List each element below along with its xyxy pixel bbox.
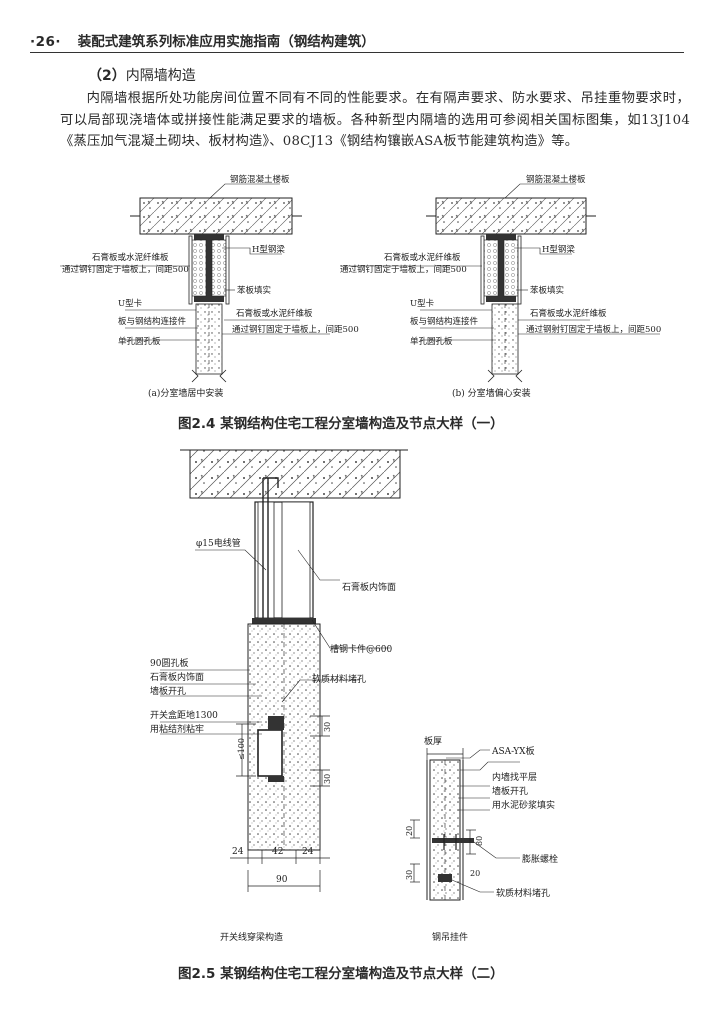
a-board-label-2: 通过钢钉固定于墙板上，间距500 bbox=[62, 264, 189, 275]
detail-b: 钢筋混凝土楼板 H型钢梁 石膏板或水泥纤维板 通过钢钉固定于墙板上，间距500 … bbox=[340, 174, 661, 399]
section-title: 内隔墙构造 bbox=[125, 68, 196, 84]
switch-label: 开关盒距地1300 bbox=[150, 709, 218, 721]
book-title: 装配式建筑系列标准应用实施指南（钢结构建筑） bbox=[77, 34, 375, 50]
right-soft-fill-label: 软质材料堵孔 bbox=[496, 887, 550, 899]
body-paragraph: 内隔墙根据所处功能房间位置不同有不同的性能要求。在有隔声要求、防水要求、吊挂重物… bbox=[60, 91, 690, 149]
dim-30a: 30 bbox=[323, 722, 332, 732]
b-board-label-1: 石膏板或水泥纤维板 bbox=[384, 252, 461, 263]
figure-2-4-caption: 图2.4 某钢结构住宅工程分室墙构造及节点大样（一） bbox=[178, 416, 504, 432]
adhesive-label: 用粘结剂粘牢 bbox=[150, 723, 204, 735]
dim-le100: ≤100 bbox=[237, 738, 246, 760]
a-board-label-4: 通过钢钉固定于墙板上，间距500 bbox=[232, 324, 359, 335]
section-number: （2） bbox=[88, 68, 126, 84]
dim-24a: 24 bbox=[232, 847, 244, 857]
ceiling-slab bbox=[189, 449, 401, 499]
figure-2-5-caption: 图2.5 某钢结构住宅工程分室墙构造及节点大样（二） bbox=[178, 966, 504, 982]
b-beam-label: H型钢梁 bbox=[542, 244, 575, 255]
dim-20b: 20 bbox=[470, 869, 480, 878]
slab-b bbox=[435, 197, 587, 235]
panel-label: 90圆孔板 bbox=[150, 657, 188, 669]
dim-80: 80 bbox=[475, 836, 484, 846]
bolt-label: 膨胀螺栓 bbox=[522, 853, 558, 865]
figure-2-5-drawing: φ15电线管 石膏板内饰面 槽钢卡件@600 90圆孔板 石膏板内饰面 墙板开孔… bbox=[150, 449, 558, 943]
b-board-label-4: 通过钢射钉固定于墙板上，间距500 bbox=[526, 324, 661, 335]
detail-a: 钢筋混凝土楼板 H型钢梁 石膏板或水泥纤维板 通过钢钉固定于墙板上，间距500 … bbox=[60, 174, 359, 399]
gypsum-label: 石膏板内饰面 bbox=[150, 671, 204, 683]
a-beam-label: H型钢梁 bbox=[252, 244, 285, 255]
left-sub-caption: 开关线穿梁构造 bbox=[220, 931, 283, 943]
level-label: 内墙找平层 bbox=[492, 771, 537, 783]
dim-42: 42 bbox=[272, 847, 283, 857]
b-board-label-3: 石膏板或水泥纤维板 bbox=[530, 308, 607, 319]
a-slab-label: 钢筋混凝土楼板 bbox=[230, 174, 290, 185]
switch-wiring-detail: φ15电线管 石膏板内饰面 槽钢卡件@600 90圆孔板 石膏板内饰面 墙板开孔… bbox=[150, 449, 408, 943]
b-board-label-2: 通过钢钉固定于墙板上，间距500 bbox=[340, 264, 467, 275]
a-board-label-3: 石膏板或水泥纤维板 bbox=[236, 308, 313, 319]
steel-hanger-detail: 板厚 ASA-YX板 内墙找平层 墙板开孔 用水泥砂浆填实 膨胀螺栓 软质材料堵… bbox=[405, 735, 558, 943]
b-connector-label: 板与钢结构连接件 bbox=[410, 316, 479, 327]
switch-box bbox=[257, 729, 283, 777]
page-number: ·26· bbox=[30, 34, 62, 50]
h-beam-b bbox=[486, 234, 516, 240]
a-panel-label: 单孔圆孔板 bbox=[118, 336, 161, 347]
b-clip-label: U型卡 bbox=[410, 298, 435, 309]
thickness-label: 板厚 bbox=[424, 735, 442, 747]
b-slab-label: 钢筋混凝土楼板 bbox=[526, 174, 586, 185]
dim-30r: 30 bbox=[405, 870, 414, 880]
dim-20: 20 bbox=[405, 826, 414, 836]
header-rule bbox=[30, 52, 684, 53]
a-filler-label: 苯板填实 bbox=[237, 285, 271, 296]
conduit-label: φ15电线管 bbox=[196, 537, 241, 549]
dim-30b: 30 bbox=[323, 774, 332, 784]
h-beam-a bbox=[194, 234, 224, 240]
slab-a bbox=[139, 197, 293, 235]
right-sub-caption: 钢吊挂件 bbox=[432, 931, 468, 943]
asa-board-label: ASA-YX板 bbox=[491, 745, 535, 757]
a-board-label-1: 石膏板或水泥纤维板 bbox=[92, 252, 169, 263]
soft-fill-label: 软质材料堵孔 bbox=[312, 673, 366, 685]
section-heading: （2）内隔墙构造 bbox=[88, 65, 196, 85]
a-connector-label: 板与钢结构连接件 bbox=[118, 316, 187, 327]
dim-90: 90 bbox=[276, 875, 288, 885]
hole-label: 墙板开孔 bbox=[150, 685, 186, 697]
gypsum-face-label: 石膏板内饰面 bbox=[342, 581, 396, 593]
right-hole-label: 墙板开孔 bbox=[492, 785, 528, 797]
a-clip-label: U型卡 bbox=[118, 298, 143, 309]
dim-24b: 24 bbox=[302, 847, 314, 857]
channel-clip-label: 槽钢卡件@600 bbox=[330, 643, 392, 655]
b-filler-label: 苯板填实 bbox=[530, 285, 564, 296]
b-sub-caption: (b) 分室墙偏心安装 bbox=[452, 387, 531, 399]
b-panel-label: 单孔圆孔板 bbox=[410, 336, 453, 347]
a-sub-caption: (a)分室墙居中安装 bbox=[148, 387, 223, 399]
mortar-label: 用水泥砂浆填实 bbox=[492, 799, 555, 811]
figure-2-4-drawing: 钢筋混凝土楼板 H型钢梁 石膏板或水泥纤维板 通过钢钉固定于墙板上，间距500 … bbox=[60, 174, 661, 399]
running-header: ·26· 装配式建筑系列标准应用实施指南（钢结构建筑） bbox=[30, 30, 680, 52]
